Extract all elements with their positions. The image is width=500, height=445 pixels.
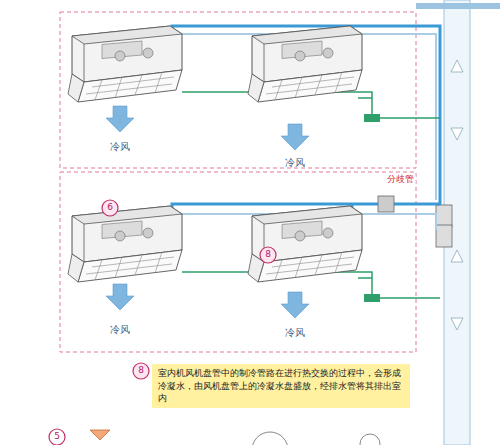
- callout-number: 6: [107, 203, 113, 213]
- callout-number: 8: [138, 366, 144, 376]
- note-text: 室内机风机盘管中的制冷管路在进行热交换的过程中，会形成 冷凝水，由风机盘管上的冷…: [158, 367, 404, 405]
- callout-number: 5: [54, 432, 60, 442]
- callout-number: 8: [265, 250, 271, 260]
- air-label: 冷风: [285, 157, 305, 168]
- air-label: 冷风: [110, 324, 130, 335]
- air-label: 冷风: [110, 141, 130, 152]
- part-label: 分歧管: [385, 175, 416, 185]
- air-label: 冷风: [285, 327, 305, 338]
- note-box: 室内机风机盘管中的制冷管路在进行热交换的过程中，会形成 冷凝水，由风机盘管上的冷…: [152, 364, 410, 408]
